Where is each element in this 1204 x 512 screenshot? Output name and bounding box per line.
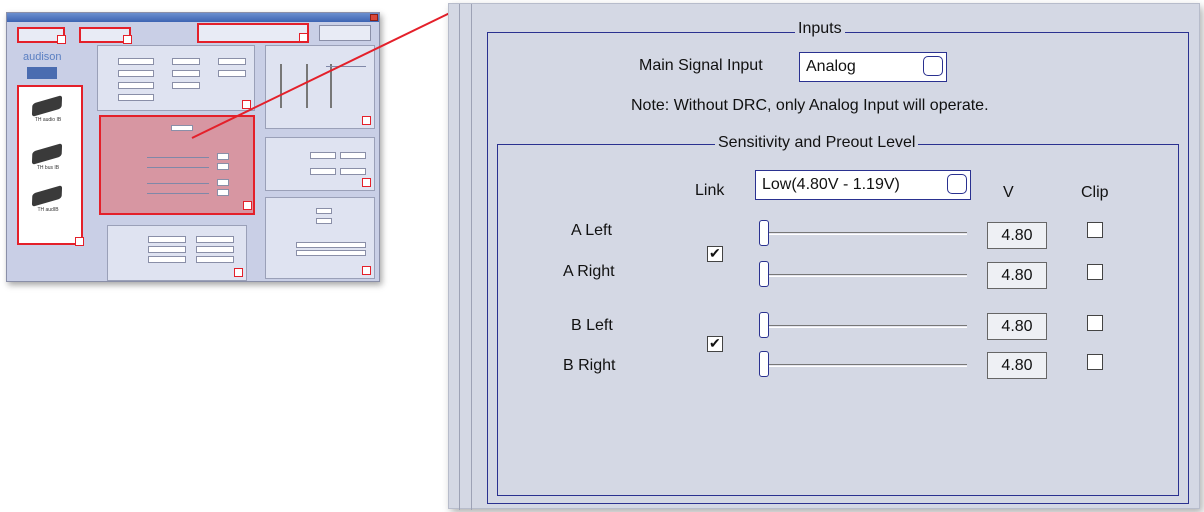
mini-panel-master [265, 45, 375, 129]
mini-badge [362, 116, 371, 125]
mini-device-tile: TH audio IB [29, 95, 67, 125]
level-select[interactable]: Low(4.80V - 1.19V) [755, 170, 971, 200]
level-value-b-left: 4.80 [987, 313, 1047, 340]
main-signal-input-value: Analog [806, 58, 856, 75]
mini-badge [362, 178, 371, 187]
level-slider-b-right-track [761, 364, 967, 367]
mini-badge [242, 100, 251, 109]
mini-panel-memory [107, 225, 247, 281]
link-checkbox-b[interactable] [707, 335, 723, 352]
channel-label-b-left: B Left [571, 317, 613, 334]
dropdown-icon[interactable] [923, 56, 943, 76]
divider [459, 4, 460, 510]
main-signal-input-label: Main Signal Input [639, 57, 763, 74]
level-value-a-right: 4.80 [987, 262, 1047, 289]
mini-device-label: TH audIB [37, 207, 59, 213]
main-signal-input-select[interactable]: Analog [799, 52, 947, 82]
inputs-title: Inputs [795, 20, 845, 38]
sensitivity-title: Sensitivity and Preout Level [715, 134, 919, 152]
mini-brand-mark [27, 67, 57, 79]
clip-checkbox-a-right[interactable] [1087, 264, 1103, 280]
channel-label-b-right: B Right [563, 357, 616, 374]
clip-header: Clip [1081, 184, 1109, 201]
mini-device-tile: TH audIB [29, 185, 67, 215]
mini-badge [123, 35, 132, 44]
mini-title-bar [7, 13, 379, 22]
mini-device-list: TH audio IB TH bus IB TH audIB [17, 85, 84, 246]
level-slider-b-left[interactable] [759, 312, 769, 338]
mini-top-button-3 [197, 23, 309, 43]
mini-panel-general [97, 45, 255, 111]
mini-device-label: TH bus IB [36, 165, 60, 171]
clip-checkbox-b-left[interactable] [1087, 315, 1103, 331]
link-header: Link [695, 182, 725, 199]
mini-brand-logo: audison [23, 51, 62, 63]
level-value-b-right: 4.80 [987, 352, 1047, 379]
zoom-panel: Inputs Main Signal Input Analog Note: Wi… [448, 3, 1200, 510]
level-slider-a-left[interactable] [759, 220, 769, 246]
link-checkbox-a[interactable] [707, 245, 723, 262]
level-slider-a-left-track [761, 232, 967, 235]
level-value-a-left: 4.80 [987, 222, 1047, 249]
mini-device-icon [31, 185, 63, 207]
mini-badge [57, 35, 66, 44]
mini-panel-output [265, 197, 375, 279]
channel-label-a-left: A Left [571, 222, 612, 239]
mini-device-tile: TH bus IB [29, 143, 67, 173]
overview-screenshot: audison TH audio IB TH bus IB TH audIB [6, 12, 380, 282]
clip-checkbox-b-right[interactable] [1087, 354, 1103, 370]
level-slider-a-right[interactable] [759, 261, 769, 287]
mini-badge [234, 268, 243, 277]
mini-badge [362, 266, 371, 275]
mini-close-icon [370, 14, 378, 21]
level-value: Low(4.80V - 1.19V) [762, 176, 900, 193]
mini-top-button-4 [319, 25, 371, 41]
divider [471, 4, 472, 510]
v-header: V [1003, 184, 1014, 201]
mini-panel-inputs-highlight [99, 115, 255, 215]
mini-device-icon [31, 95, 63, 117]
mini-device-label: TH audio IB [34, 117, 62, 123]
channel-label-a-right: A Right [563, 263, 615, 280]
mini-badge [75, 237, 84, 246]
mini-badge [243, 201, 252, 210]
mini-badge [299, 33, 308, 42]
mini-device-icon [31, 143, 63, 165]
level-slider-b-left-track [761, 325, 967, 328]
level-slider-a-right-track [761, 274, 967, 277]
clip-checkbox-a-left[interactable] [1087, 222, 1103, 238]
inputs-note: Note: Without DRC, only Analog Input wil… [631, 97, 989, 114]
level-slider-b-right[interactable] [759, 351, 769, 377]
dropdown-icon[interactable] [947, 174, 967, 194]
mini-panel-dsp [265, 137, 375, 191]
